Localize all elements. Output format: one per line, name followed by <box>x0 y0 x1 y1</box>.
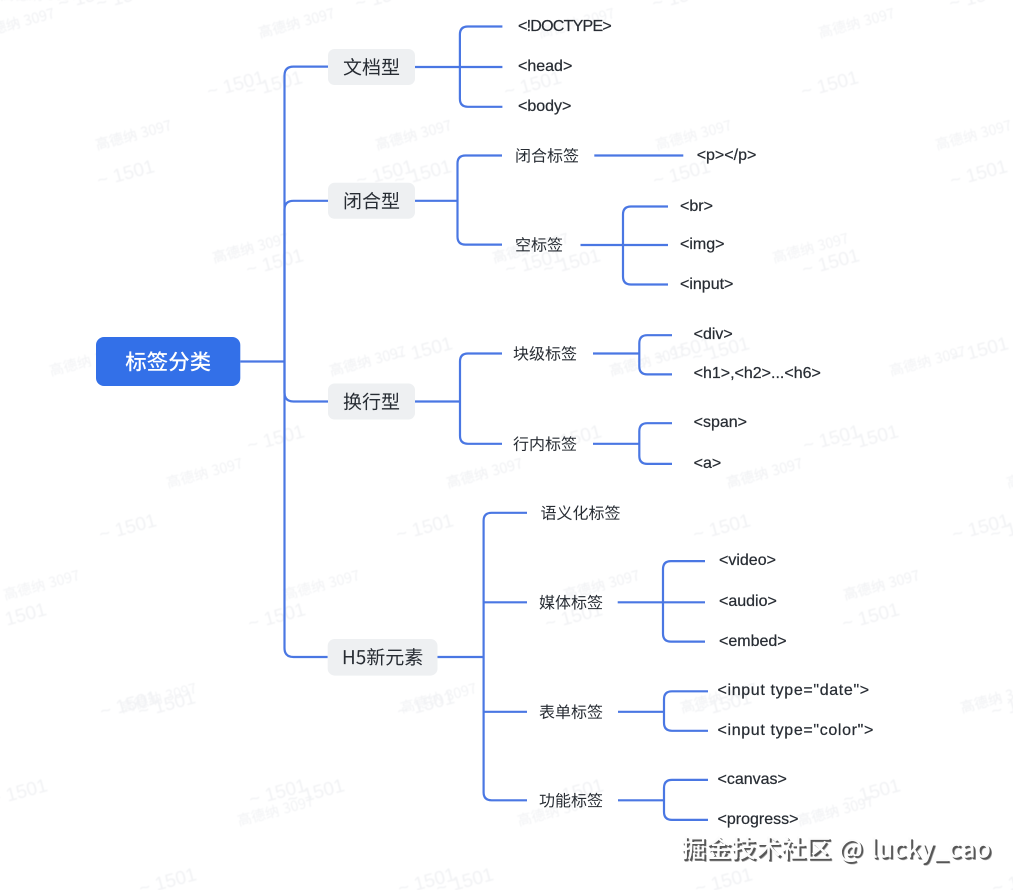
svg-text:~ 1501: ~ 1501 <box>395 687 457 722</box>
svg-text:~ 1501: ~ 1501 <box>94 0 156 15</box>
svg-text:~ 1501: ~ 1501 <box>394 510 456 545</box>
svg-text:~ 1501: ~ 1501 <box>841 775 903 810</box>
svg-text:~ 1501: ~ 1501 <box>948 156 1010 191</box>
svg-text:~ 1501: ~ 1501 <box>0 775 50 810</box>
svg-text:~ 1501: ~ 1501 <box>245 421 307 456</box>
svg-text:~ 1501: ~ 1501 <box>800 245 862 280</box>
svg-text:~ 1501: ~ 1501 <box>949 333 1011 368</box>
svg-text:~ 1501: ~ 1501 <box>691 510 753 545</box>
svg-text:~ 1501: ~ 1501 <box>840 599 902 634</box>
svg-text:~ 1501: ~ 1501 <box>693 864 755 890</box>
svg-text:~ 1501: ~ 1501 <box>799 67 861 102</box>
svg-text:~ 1501: ~ 1501 <box>0 599 49 634</box>
svg-text:~ 1501: ~ 1501 <box>947 0 1009 15</box>
svg-text:~ 1501: ~ 1501 <box>137 864 199 890</box>
svg-text:~ 1501: ~ 1501 <box>989 687 1013 722</box>
svg-text:~ 1501: ~ 1501 <box>990 864 1013 890</box>
svg-text:~ 1501: ~ 1501 <box>97 510 159 545</box>
svg-text:~ 1501: ~ 1501 <box>95 156 157 191</box>
svg-text:~ 1501: ~ 1501 <box>246 599 308 634</box>
svg-text:~ 1501: ~ 1501 <box>650 0 712 15</box>
svg-text:~ 1501: ~ 1501 <box>353 0 415 15</box>
